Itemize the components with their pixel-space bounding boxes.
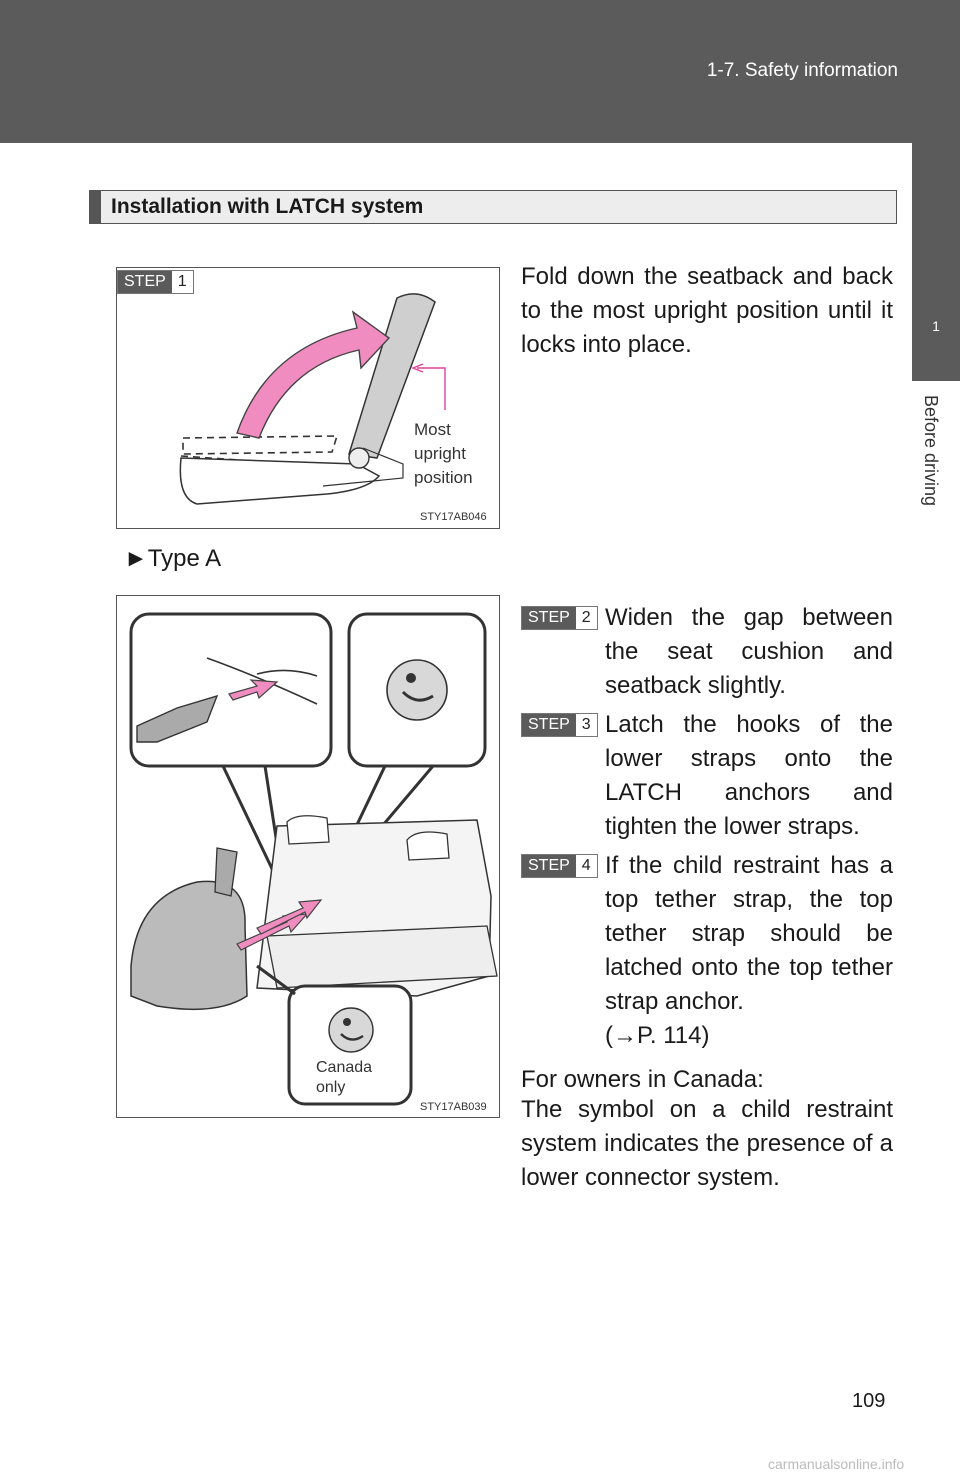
figure-seatback: STEP 1 Most upright position STY17AB046 (116, 267, 500, 529)
step-number: 3 (575, 714, 597, 736)
figure-latch: Canada only STY17AB039 (116, 595, 500, 1118)
step2-text: Widen the gap between the seat cushion a… (605, 604, 893, 699)
step3-text: Latch the hooks of the lower straps onto… (605, 711, 893, 840)
callout-line: Most (414, 420, 451, 439)
section-title: 1-7. Safety information (706, 60, 898, 81)
canada-heading: For owners in Canada: (521, 1066, 764, 1093)
heading-marker (90, 191, 101, 223)
callout-label: Most upright position (414, 418, 473, 490)
seat-bracket (322, 447, 404, 487)
step-number: 4 (575, 855, 597, 877)
chapter-tab (912, 143, 960, 381)
canada-callout: Canada only (316, 1058, 372, 1098)
headrest (406, 831, 450, 861)
page-number: 109 (852, 1390, 886, 1412)
child-restraint (130, 880, 248, 1011)
latch-arrow (256, 899, 323, 935)
step-word: STEP (522, 855, 576, 877)
canada-text: The symbol on a child restraint system i… (521, 1096, 893, 1191)
hook-arrow (228, 679, 279, 701)
page-reference: (→P. 114) (605, 1022, 710, 1049)
step-badge: STEP 2 (521, 606, 598, 630)
seat-cushion (179, 457, 381, 505)
step-badge: STEP 3 (521, 713, 598, 737)
recliner-hinge (348, 447, 370, 469)
page-header-bar (0, 0, 960, 143)
step-badge: STEP 4 (521, 854, 598, 878)
bubble-tail-bottom (256, 964, 296, 996)
latch-symbol-icon (386, 659, 448, 721)
seat-edge-line (206, 657, 318, 705)
step-word: STEP (522, 607, 576, 629)
type-label-row: ►Type A (124, 545, 221, 573)
latch-symbol-icon (328, 1007, 374, 1053)
chapter-number: 1 (932, 318, 940, 334)
callout-arrowhead (411, 363, 424, 373)
step4-text: If the child restraint has a top tether … (605, 852, 893, 1015)
step-word: STEP (118, 271, 172, 293)
step1-text: Fold down the seatback and back to the m… (521, 263, 893, 358)
top-tether (214, 847, 238, 897)
fold-up-arrow (236, 310, 391, 439)
hook-strap (136, 694, 219, 743)
subsection-heading: Installation with LATCH system (89, 190, 897, 224)
figure-code: STY17AB046 (420, 511, 487, 523)
seat-cushion (266, 925, 498, 989)
anchor-bar (256, 669, 318, 677)
headrest (286, 815, 330, 845)
figure-code: STY17AB039 (420, 1101, 487, 1113)
callout-line: upright (414, 444, 466, 463)
step-word: STEP (522, 714, 576, 736)
type-label: Type A (147, 545, 222, 572)
callout-leader (417, 367, 446, 410)
latch-illustration (129, 612, 498, 1106)
watermark: carmanualsonline.info (768, 1456, 905, 1472)
detail-bubble-hook (129, 612, 333, 768)
step-badge: STEP 1 (117, 270, 194, 294)
callout-line: only (316, 1079, 346, 1096)
upright-seatback (348, 293, 436, 459)
callout-line: Canada (316, 1059, 373, 1076)
step-number: 2 (575, 607, 597, 629)
callout-line: position (414, 468, 473, 487)
folded-seatback-outline (182, 435, 339, 455)
pointer-icon: ► (124, 545, 148, 572)
seatback-illustration (179, 293, 446, 505)
step-number: 1 (171, 271, 193, 293)
chapter-label: Before driving (921, 395, 941, 507)
heading-text: Installation with LATCH system (111, 195, 424, 218)
